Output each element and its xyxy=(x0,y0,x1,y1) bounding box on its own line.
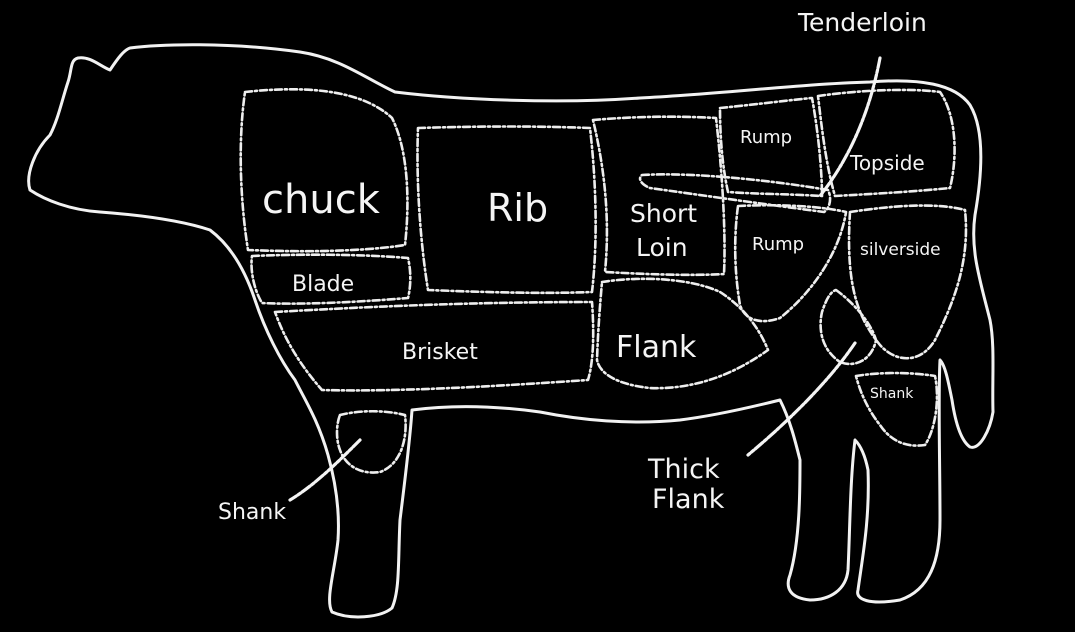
thick-flank-label-line1: Thick xyxy=(647,454,720,485)
short-loin-label-line1: Short xyxy=(630,199,697,228)
fore-shank-pointer xyxy=(288,438,362,502)
tenderloin-region xyxy=(638,173,832,214)
cow-outline xyxy=(27,43,995,619)
short-loin-label-line2: Loin xyxy=(636,233,688,262)
hind-shank-label: Shank xyxy=(870,386,914,402)
silverside-label: silverside xyxy=(860,240,941,260)
rump-top-label: Rump xyxy=(740,127,792,148)
hind-shank-region xyxy=(854,371,939,447)
fore-shank-label: Shank xyxy=(218,500,286,525)
rump-mid-label: Rump xyxy=(752,234,804,255)
tenderloin-label: Tenderloin xyxy=(797,8,927,37)
thick-flank-region xyxy=(819,288,878,366)
flank-region xyxy=(595,277,770,390)
topside-label: Topside xyxy=(849,151,925,175)
blade-region xyxy=(250,253,412,305)
chuck-label: chuck xyxy=(262,177,381,223)
fore-shank-region xyxy=(335,409,407,474)
flank-label: Flank xyxy=(616,330,697,365)
thick-flank-label-line2: Flank xyxy=(652,484,725,515)
short-loin-region xyxy=(591,115,726,277)
rump-mid-region xyxy=(733,203,848,323)
brisket-region xyxy=(273,300,595,392)
thick-flank-pointer xyxy=(746,341,857,457)
topside-region xyxy=(816,88,956,198)
silverside-region xyxy=(847,204,968,360)
rib-region xyxy=(416,125,597,295)
blade-label: Blade xyxy=(292,272,354,297)
chuck-region xyxy=(239,88,409,253)
rib-label: Rib xyxy=(487,186,548,230)
brisket-label: Brisket xyxy=(402,340,478,365)
tenderloin-pointer xyxy=(818,56,882,198)
